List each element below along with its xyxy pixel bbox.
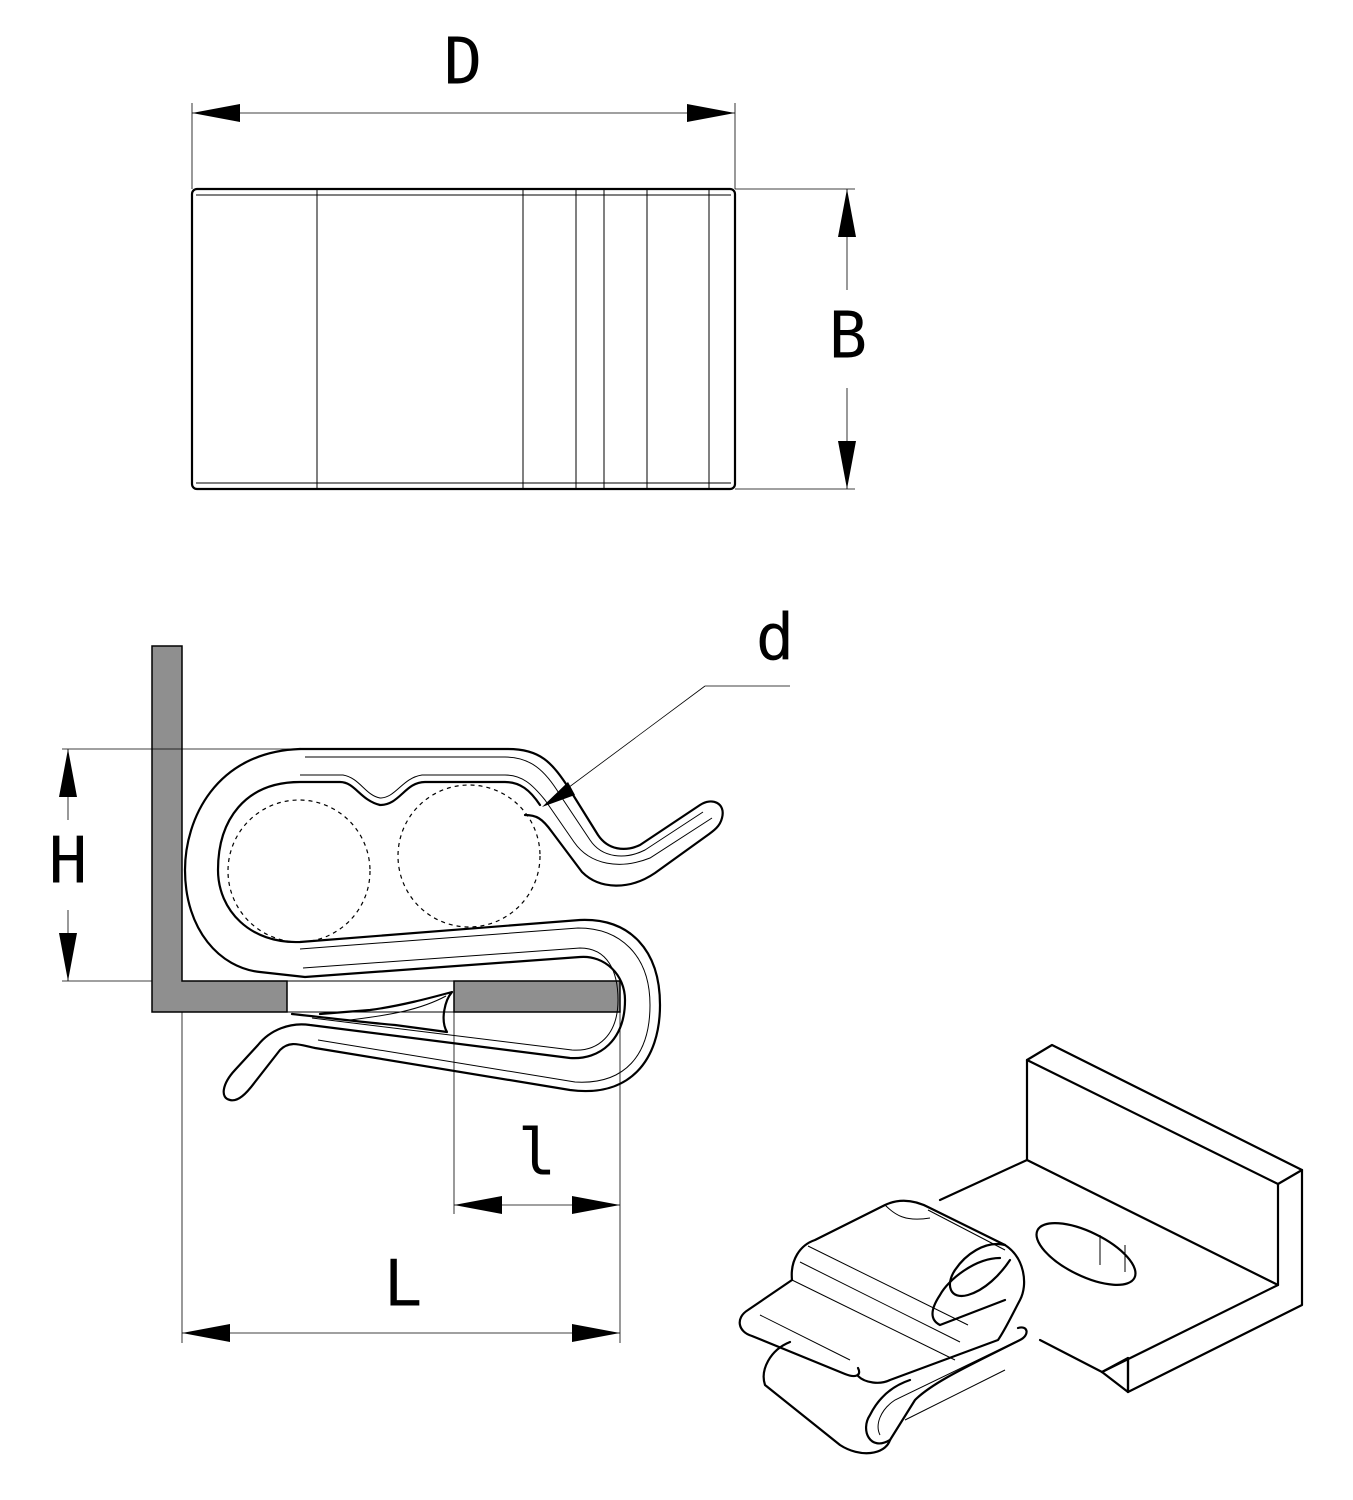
bracket-section-right <box>453 980 621 1013</box>
cable-circle-left <box>227 799 371 943</box>
dimension-D: D <box>191 26 736 189</box>
dimension-B: B <box>735 188 868 490</box>
dimension-label-D: D <box>444 26 483 100</box>
iso-clip-body <box>790 1199 1026 1384</box>
dimension-label-L: L <box>384 1248 423 1322</box>
dimension-label-B: B <box>829 300 868 374</box>
isometric-view <box>738 1043 1304 1455</box>
bracket-section <box>151 645 288 1013</box>
dimension-L: L <box>181 1012 621 1343</box>
dimension-label-l: l <box>518 1117 557 1191</box>
dimension-H: H <box>49 748 300 982</box>
dimension-label-d: d <box>756 602 795 676</box>
dimension-label-H: H <box>49 825 88 899</box>
top-view <box>190 187 737 491</box>
mounting-hole <box>1035 1222 1137 1286</box>
iso-clip-lower-loop <box>762 1326 1028 1455</box>
leader-arrow-d <box>542 782 575 807</box>
clip-outer-contour <box>298 747 724 887</box>
clip-outer-loop <box>183 747 662 1102</box>
side-view: d <box>151 602 795 1102</box>
cable-circle-right <box>397 784 541 928</box>
clip-barb <box>290 990 454 1034</box>
iso-clip-tab <box>738 1278 861 1378</box>
dimension-l: l <box>453 1012 621 1214</box>
